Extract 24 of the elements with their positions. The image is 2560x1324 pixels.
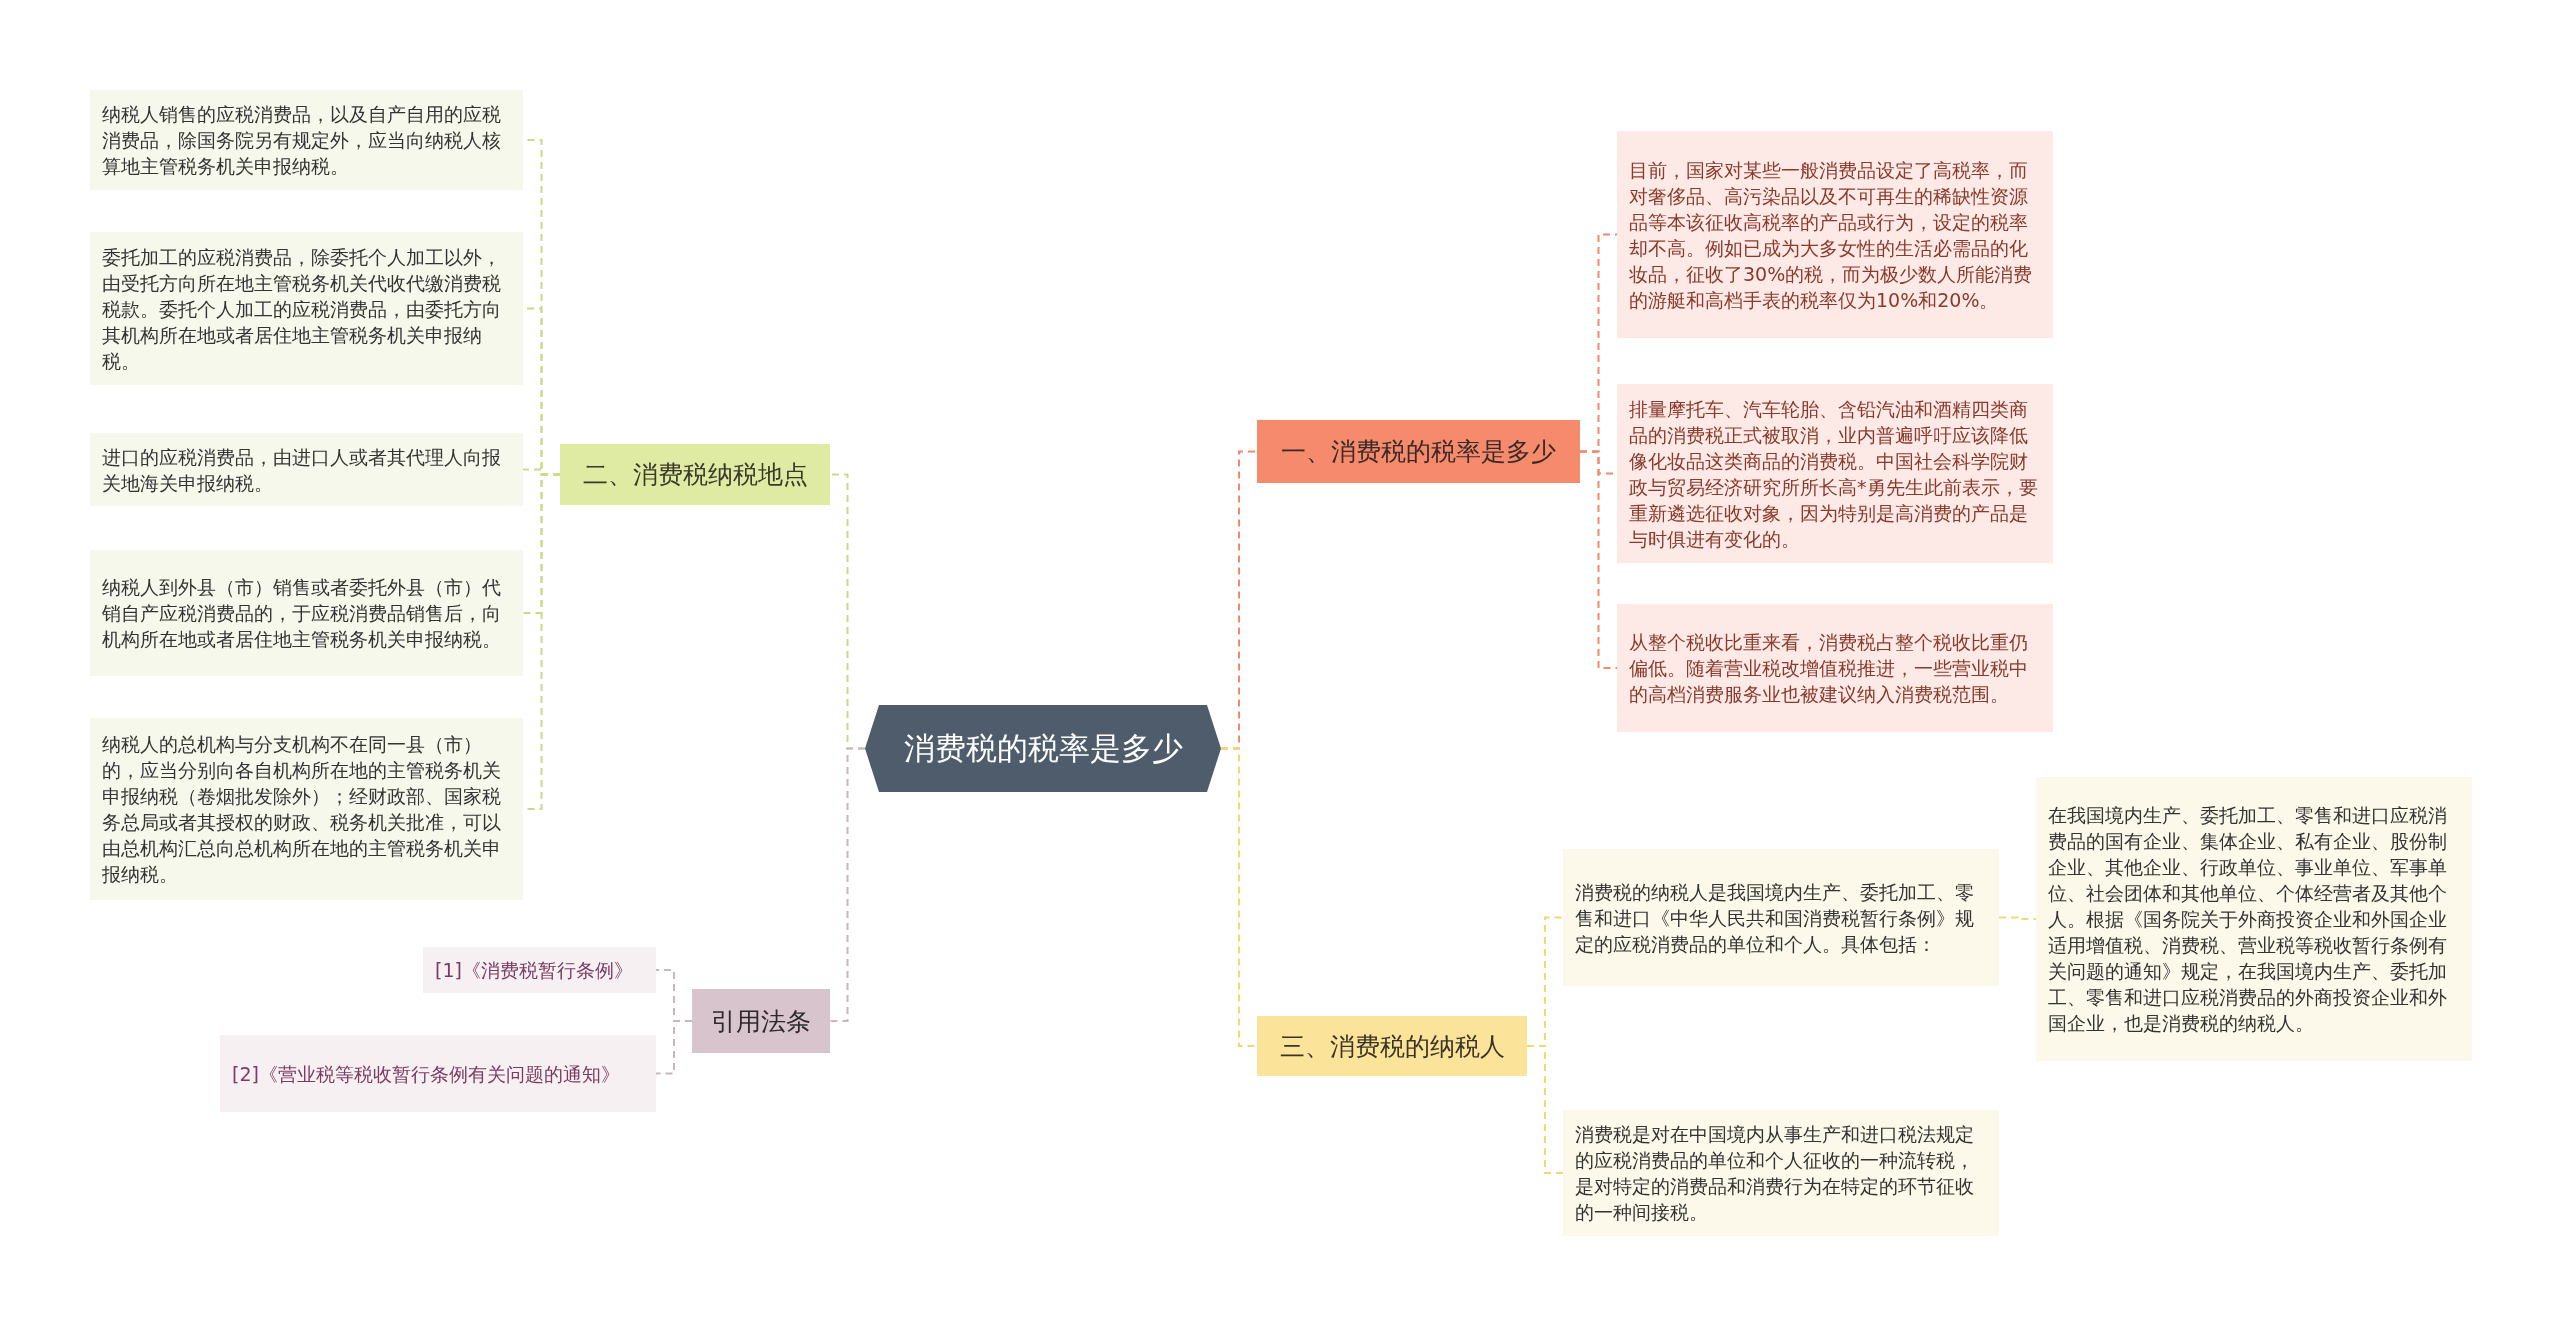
note-box: 消费税的纳税人是我国境内生产、委托加工、零售和进口《中华人民共和国消费税暂行条例》规定的应税消费品的单位和个人。具体包括： [1563, 849, 1999, 986]
connector-line [655, 1020, 693, 1075]
topic-box: 二、消费税纳税地点 [560, 444, 830, 505]
topic-box: 引用法条 [692, 989, 830, 1053]
connector-line [1220, 747, 1258, 1047]
note-box: 委托加工的应税消费品，除委托个人加工以外，由受托方向所在地主管税务机关代收代缴消费税税款。委托个人加工的应税消费品，由委托方向其机构所在地或者居住地主管税务机关申报纳税。 [90, 232, 523, 385]
note-box: 进口的应税消费品，由进口人或者其代理人向报关地海关申报纳税。 [90, 433, 523, 506]
central-topic-hexagon: 消费税的税率是多少 [865, 705, 1221, 792]
connector-line [1998, 916, 2037, 920]
note-box: 纳税人的总机构与分支机构不在同一县（市）的，应当分别向各自机构所在地的主管税务机关申报纳税（卷烟批发除外）；经财政部、国家税务总局或者其授权的财政、税务机关批准，可以由总机构汇总向总机构所在地的主管税务机关申报纳税。 [90, 718, 523, 900]
note-box: 纳税人到外县（市）销售或者委托外县（市）代销自产应税消费品的，于应税消费品销售后，向机构所在地或者居住地主管税务机关申报纳税。 [90, 550, 523, 676]
note-box: 排量摩托车、汽车轮胎、含铅汽油和酒精四类商品的消费税正式被取消，业内普遍呼吁应该降低像化妆品这类商品的消费税。中国社会科学院财政与贸易经济研究所所长高*勇先生此前表示，要重新遴选征收对象，因为特别是高消费的产品是与时俱进有变化的。 [1617, 384, 2053, 563]
topic-box: 三、消费税的纳税人 [1257, 1016, 1527, 1076]
note-box: 消费税是对在中国境内从事生产和进口税法规定的应税消费品的单位和个人征收的一种流转税，是对特定的消费品和消费行为在特定的环节征收的一种间接税。 [1563, 1110, 1999, 1236]
note-box: 纳税人销售的应税消费品，以及自产自用的应税消费品，除国务院另有规定外，应当向纳税人核算地主管税务机关申报纳税。 [90, 90, 523, 190]
note-box: 目前，国家对某些一般消费品设定了高税率，而对奢侈品、高污染品以及不可再生的稀缺性资源品等本该征收高税率的产品或行为，设定的税率却不高。例如已成为大多女性的生活必需品的化妆品，征收了30%的税，而为极少数人所能消费的游艇和高档手表的税率仅为10%和20%。 [1617, 131, 2053, 338]
connector-line [1579, 450, 1618, 669]
note-box: 从整个税收比重来看，消费税占整个税收比重仍偏低。随着营业税改增值税推进，一些营业税中的高档消费服务业也被建议纳入消费税范围。 [1617, 604, 2053, 732]
note-box: 在我国境内生产、委托加工、零售和进口应税消费品的国有企业、集体企业、私有企业、股份制企业、其他企业、行政单位、事业单位、军事单位、社会团体和其他单位、个体经营者及其他个人。根据《国务院关于外商投资企业和外国企业适用增值税、消费税、营业税等税收暂行条例有关问题的通知》规定，在我国境内生产、委托加工、零售和进口应税消费品的外商投资企业和外国企业，也是消费税的纳税人。 [2036, 777, 2472, 1061]
topic-box: 一、消费税的税率是多少 [1257, 420, 1580, 483]
connector-line [829, 747, 866, 1022]
connector-line [1526, 1045, 1564, 1174]
reference-box: [1]《消费税暂行条例》 [423, 947, 656, 993]
reference-box: [2]《营业税等税收暂行条例有关问题的通知》 [220, 1035, 656, 1112]
